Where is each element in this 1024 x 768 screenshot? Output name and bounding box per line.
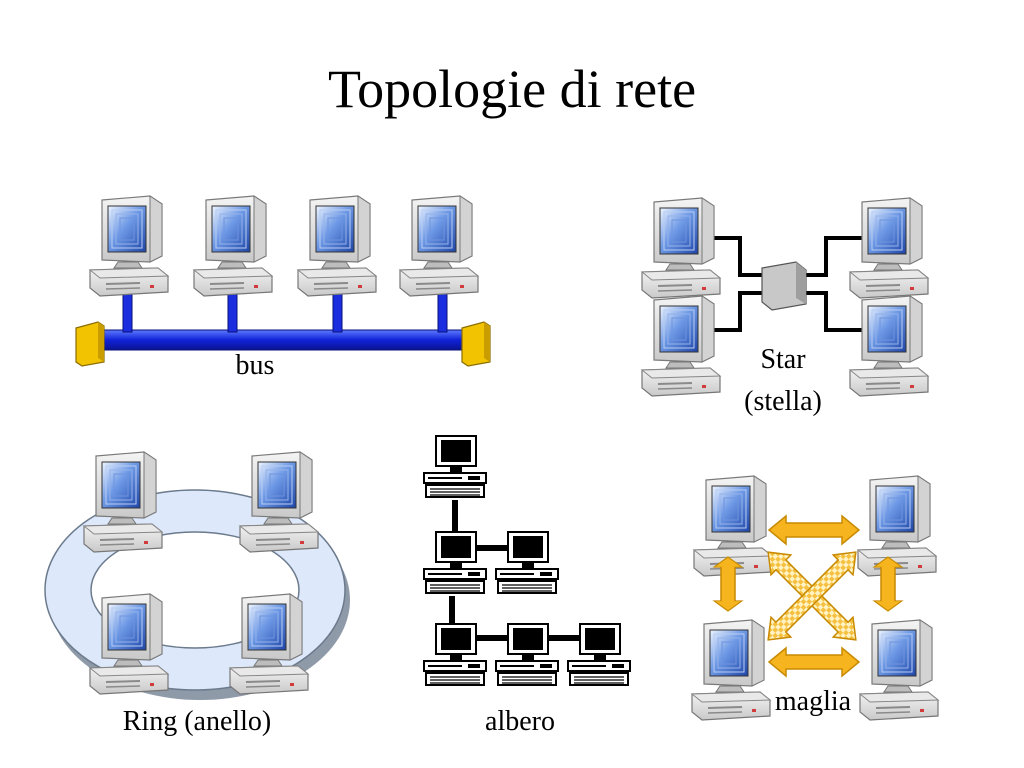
computer-icon [641, 197, 721, 299]
computer-icon [297, 195, 377, 297]
bus-label: bus [235, 350, 275, 381]
hub-icon [761, 261, 807, 311]
tree-label: albero [485, 706, 555, 737]
ring-label: Ring (anello) [122, 706, 272, 737]
computer-icon [83, 451, 163, 553]
tree-topology [423, 435, 631, 686]
computer-icon [423, 623, 487, 686]
computer-icon [495, 531, 559, 594]
computer-icon [641, 295, 721, 397]
computer-icon [495, 623, 559, 686]
terminator-icon [461, 321, 491, 367]
star-sublabel: (stella) [744, 386, 822, 417]
double-arrow-icon [713, 556, 743, 612]
terminator-icon [75, 321, 105, 367]
double-arrow-icon [768, 647, 860, 677]
double-arrow-icon [768, 515, 860, 545]
computer-icon [423, 435, 487, 498]
ring-topology [44, 451, 350, 700]
computer-icon [567, 623, 631, 686]
computer-icon [849, 197, 929, 299]
slide-title: Topologie di rete [327, 59, 697, 119]
computer-icon [239, 451, 319, 553]
double-arrow-icon [873, 556, 903, 612]
bus-topology [75, 195, 491, 367]
computer-icon [857, 475, 937, 577]
computer-icon [229, 593, 309, 695]
mesh-label: maglia [774, 686, 852, 717]
computer-icon [849, 295, 929, 397]
computer-icon [193, 195, 273, 297]
computer-icon [89, 593, 169, 695]
computer-icon [399, 195, 479, 297]
computer-icon [423, 531, 487, 594]
star-label: Star [760, 344, 806, 375]
computer-icon [89, 195, 169, 297]
computer-icon [859, 619, 939, 721]
star-topology [641, 197, 929, 397]
mesh-topology [691, 475, 939, 721]
